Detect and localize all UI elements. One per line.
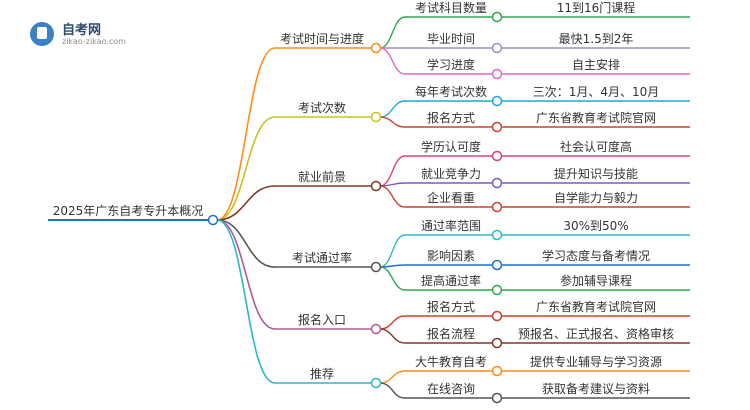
graduation-cap-icon xyxy=(30,22,54,46)
child-link xyxy=(379,185,406,208)
value-label: 获取备考建议与资料 xyxy=(542,382,650,396)
branch-label: 考试通过率 xyxy=(292,250,352,265)
root-node-label: 2025年广东自考专升本概况 xyxy=(53,203,204,218)
value-label: 30%到50% xyxy=(563,219,628,233)
child-label: 报名方式 xyxy=(427,299,475,314)
child-label: 就业竞争力 xyxy=(421,167,481,181)
child-label: 考试科目数量 xyxy=(415,0,487,15)
branch-link-1 xyxy=(216,116,276,221)
value-label: 广东省教育考试院官网 xyxy=(536,110,656,125)
branch-label: 推荐 xyxy=(310,367,334,381)
value-label: 学习态度与备考情况 xyxy=(542,248,650,263)
child-node[interactable] xyxy=(491,365,503,377)
child-link xyxy=(379,315,406,330)
child-node[interactable] xyxy=(491,95,503,107)
child-link xyxy=(379,16,406,49)
child-link xyxy=(379,370,406,384)
child-link xyxy=(379,234,406,268)
child-label: 学历认可度 xyxy=(421,139,481,154)
value-label: 预报名、正式报名、资格审核 xyxy=(518,326,674,341)
child-node[interactable] xyxy=(491,337,503,349)
child-link xyxy=(379,47,406,75)
child-node[interactable] xyxy=(491,42,503,54)
branch-link-5 xyxy=(216,219,276,384)
child-label: 学习进度 xyxy=(427,57,475,72)
branch-label: 报名入口 xyxy=(298,312,346,327)
child-label: 报名方式 xyxy=(427,110,475,125)
child-node[interactable] xyxy=(491,68,503,80)
site-logo[interactable]: 自考网 zikao-zikao.com xyxy=(22,16,152,52)
branch-label: 考试时间与进度 xyxy=(280,31,364,46)
child-label: 影响因素 xyxy=(427,248,475,263)
value-label: 最快1.5到2年 xyxy=(559,32,634,46)
branch-node[interactable] xyxy=(370,180,382,192)
child-node[interactable] xyxy=(491,201,503,213)
branch-label: 就业前景 xyxy=(298,169,346,184)
child-node[interactable] xyxy=(491,392,503,404)
branch-node[interactable] xyxy=(370,323,382,335)
logo-name: 自考网 xyxy=(62,23,102,38)
child-node[interactable] xyxy=(491,284,503,296)
child-node[interactable] xyxy=(491,310,503,322)
branch-node[interactable] xyxy=(370,111,382,123)
child-node[interactable] xyxy=(491,11,503,23)
branch-link-4 xyxy=(216,219,276,330)
child-link xyxy=(379,100,406,118)
child-label: 大牛教育自考 xyxy=(415,354,487,369)
child-node[interactable] xyxy=(491,177,503,189)
branch-link-2 xyxy=(216,185,276,221)
child-label: 提高通过率 xyxy=(421,273,481,288)
value-label: 社会认可度高 xyxy=(560,139,632,154)
child-label: 每年考试次数 xyxy=(415,84,487,99)
value-label: 提升知识与技能 xyxy=(554,166,638,181)
value-label: 广东省教育考试院官网 xyxy=(536,299,656,314)
child-label: 报名流程 xyxy=(427,326,475,341)
child-label: 通过率范围 xyxy=(421,218,481,233)
child-node[interactable] xyxy=(491,121,503,133)
child-link xyxy=(379,328,406,344)
child-link xyxy=(379,266,406,291)
child-label: 毕业时间 xyxy=(427,32,475,46)
child-node[interactable] xyxy=(491,150,503,162)
child-node[interactable] xyxy=(491,259,503,271)
child-link xyxy=(379,116,406,128)
value-label: 三次：1月、4月、10月 xyxy=(533,85,660,99)
value-label: 参加辅导课程 xyxy=(560,273,632,288)
value-label: 提供专业辅导与学习资源 xyxy=(530,354,662,369)
branch-node[interactable] xyxy=(370,377,382,389)
child-node[interactable] xyxy=(491,229,503,241)
branch-node[interactable] xyxy=(370,261,382,273)
branch-link-0 xyxy=(216,47,276,221)
branch-link-3 xyxy=(216,219,276,268)
child-label: 在线咨询 xyxy=(427,381,475,396)
child-label: 企业看重 xyxy=(427,190,475,205)
root-node[interactable] xyxy=(207,214,219,226)
logo-url: zikao-zikao.com xyxy=(62,37,126,46)
child-link xyxy=(379,382,406,399)
branch-label: 考试次数 xyxy=(298,100,346,115)
branch-node[interactable] xyxy=(370,42,382,54)
child-link xyxy=(379,155,406,187)
value-label: 自学能力与毅力 xyxy=(554,190,638,205)
value-label: 自主安排 xyxy=(572,57,620,72)
value-label: 11到16门课程 xyxy=(557,0,636,15)
